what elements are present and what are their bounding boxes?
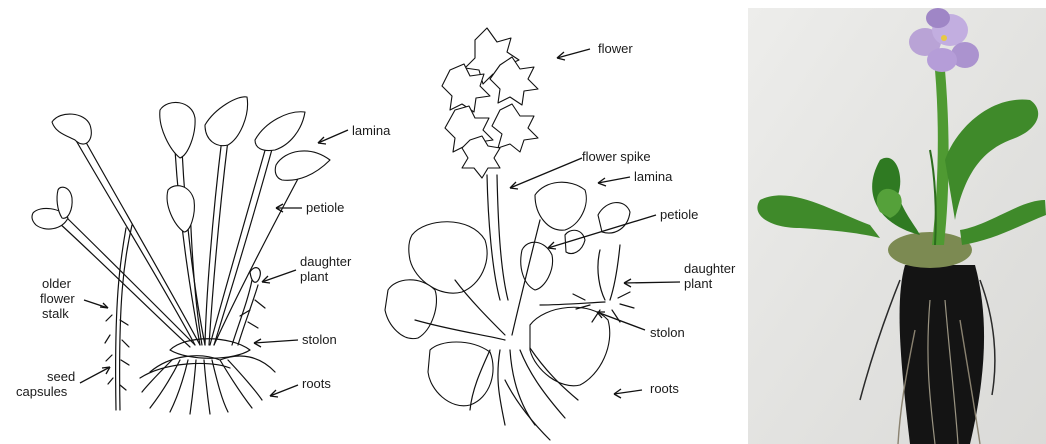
middle-laminas (385, 182, 630, 406)
middle-plant-drawing: flower flower spike lamina petiole daugh… (385, 28, 736, 440)
middle-flowers (442, 28, 538, 178)
middle-label-petiole: petiole (660, 207, 698, 222)
photo-base (888, 232, 972, 268)
left-label-seed-capsules-2: capsules (16, 384, 68, 399)
middle-label-lamina: lamina (634, 169, 673, 184)
left-label-older-flower-stalk-3: stalk (42, 306, 69, 321)
left-label-older-flower-stalk-2: flower (40, 291, 75, 306)
left-plant-drawing: lamina petiole daughter plant older flow… (16, 97, 391, 414)
left-label-roots: roots (302, 376, 331, 391)
left-label-petiole: petiole (306, 200, 344, 215)
left-label-daughter-plant-1: daughter (300, 254, 352, 269)
left-roots (142, 360, 262, 414)
middle-label-daughter-plant-1: daughter (684, 261, 736, 276)
middle-label-flower-spike: flower spike (582, 149, 651, 164)
plant-photo (748, 8, 1046, 444)
middle-label-flower: flower (598, 41, 633, 56)
left-petioles (58, 128, 300, 347)
left-older-flower-stalk (105, 225, 132, 410)
middle-label-roots: roots (650, 381, 679, 396)
middle-label-stolon: stolon (650, 325, 685, 340)
left-laminas (32, 97, 330, 232)
left-label-daughter-plant-2: plant (300, 269, 329, 284)
left-label-seed-capsules-1: seed (47, 369, 75, 384)
left-label-older-flower-stalk-1: older (42, 276, 72, 291)
left-daughter-plant (232, 268, 265, 345)
left-label-stolon: stolon (302, 332, 337, 347)
left-label-lamina: lamina (352, 123, 391, 138)
middle-flower-spike (487, 175, 508, 300)
middle-label-daughter-plant-2: plant (684, 276, 713, 291)
